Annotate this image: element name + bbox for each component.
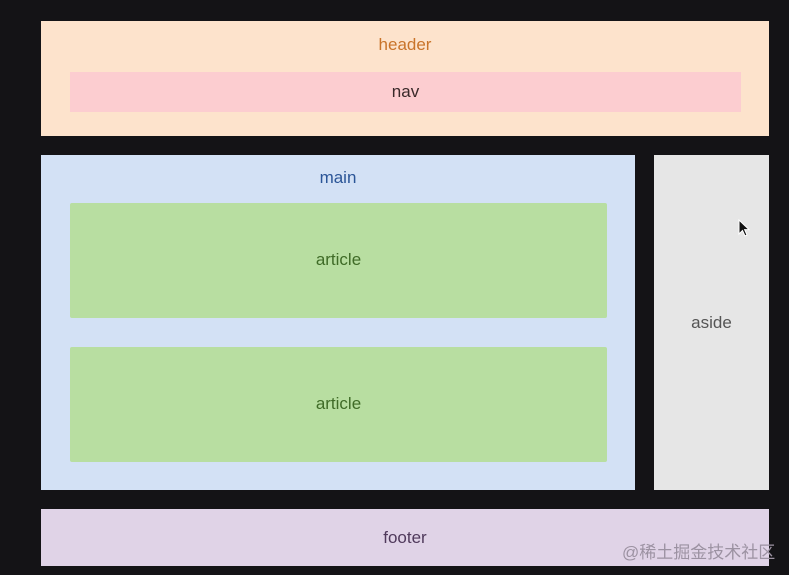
main-block: main article article <box>41 155 635 490</box>
footer-block: footer <box>41 509 769 566</box>
header-label: header <box>378 35 432 54</box>
footer-label: footer <box>383 528 427 547</box>
aside-label: aside <box>691 313 732 332</box>
mouse-pointer-icon <box>738 219 751 237</box>
article-block: article <box>70 203 607 318</box>
nav-label: nav <box>391 82 420 101</box>
article-block: article <box>70 347 607 462</box>
watermark: @稀土掘金技术社区 <box>622 543 776 562</box>
article-label: article <box>315 394 362 413</box>
aside-block: aside <box>654 155 769 490</box>
article-label: article <box>315 250 362 269</box>
header-block: header nav <box>41 21 769 136</box>
main-label: main <box>319 168 357 187</box>
nav-block: nav <box>70 72 741 112</box>
